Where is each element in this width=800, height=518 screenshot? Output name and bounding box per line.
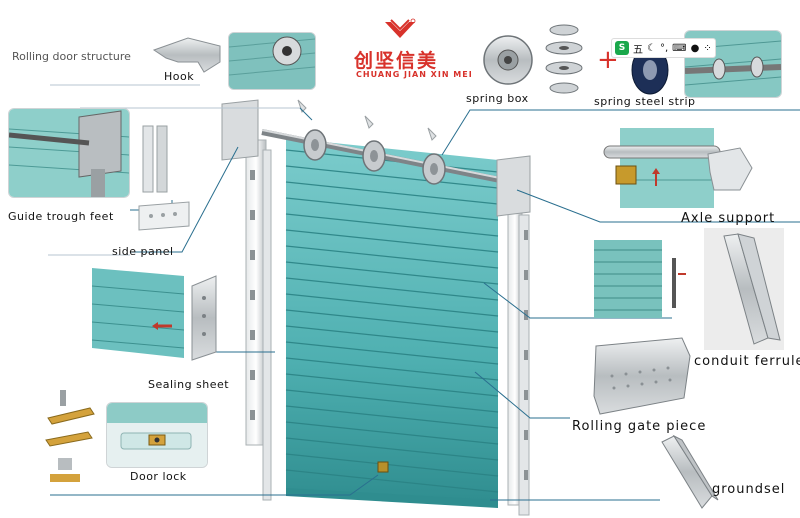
guide-trough-part-icon (142, 125, 168, 193)
keyboard-icon[interactable]: ⌨ (672, 42, 687, 54)
brand-logo-icon (385, 18, 416, 38)
s-logo-icon[interactable]: S (615, 41, 629, 55)
left-guide-rail (245, 139, 272, 501)
label-door-lock: Door lock (130, 470, 187, 483)
label-spring-box: spring box (466, 92, 529, 105)
label-sealing-sheet: Sealing sheet (148, 378, 230, 391)
right-axle-plate (496, 155, 531, 217)
label-axle-support: Axle support (681, 211, 776, 226)
user-icon[interactable]: ● (690, 42, 700, 54)
label-rolling-gate-piece: Rolling gate piece (572, 419, 707, 434)
groundsel-part-icon (661, 434, 719, 509)
conduit-ferrule-photo (704, 228, 784, 350)
rolling-gate-piece-part-icon (593, 337, 691, 415)
label-conduit-ferrule: conduit ferrule (694, 354, 800, 369)
sealing-sheet-photo (91, 268, 185, 358)
spring-coil-icon (631, 45, 669, 95)
label-guide-trough-feet: Guide trough feet (8, 210, 114, 223)
side-panel-part-icon (138, 201, 190, 231)
door-curtain (285, 138, 499, 508)
door-lock-parts-icon (45, 390, 95, 482)
sealing-sheet-part-icon (191, 275, 217, 361)
brand-name-cn: 创坚信美 (354, 50, 439, 72)
label-spring-steel-strip: spring steel strip (594, 95, 696, 108)
spring-steel-strip-parts-icon (545, 24, 583, 94)
door-lock-photo (106, 402, 208, 468)
moon-icon[interactable]: ☾ (647, 42, 656, 54)
label-groundsel: groundsel (712, 482, 786, 497)
ime-toolbar[interactable]: S 五 ☾ °, ⌨ ● ⁘ (611, 38, 716, 58)
brand-name-en: CHUANG JIAN XIN MEI (356, 70, 473, 79)
grid-icon[interactable]: ⁘ (703, 42, 712, 54)
axle (261, 129, 511, 185)
spring-box-part-icon (483, 35, 533, 85)
hook-detail-photo (228, 32, 316, 90)
label-side-panel: side panel (112, 245, 174, 258)
diagram-title: Rolling door structure (12, 50, 131, 63)
guide-trough-photo (8, 108, 130, 198)
left-axle-plate (221, 99, 259, 161)
hook-part-icon (152, 37, 221, 73)
ime-char[interactable]: 五 (633, 44, 643, 56)
conduit-ferrule-part-icon (594, 240, 686, 318)
punct-icon[interactable]: °, (659, 42, 669, 54)
label-hook: Hook (164, 70, 195, 83)
axle-support-part-icon (603, 128, 753, 208)
